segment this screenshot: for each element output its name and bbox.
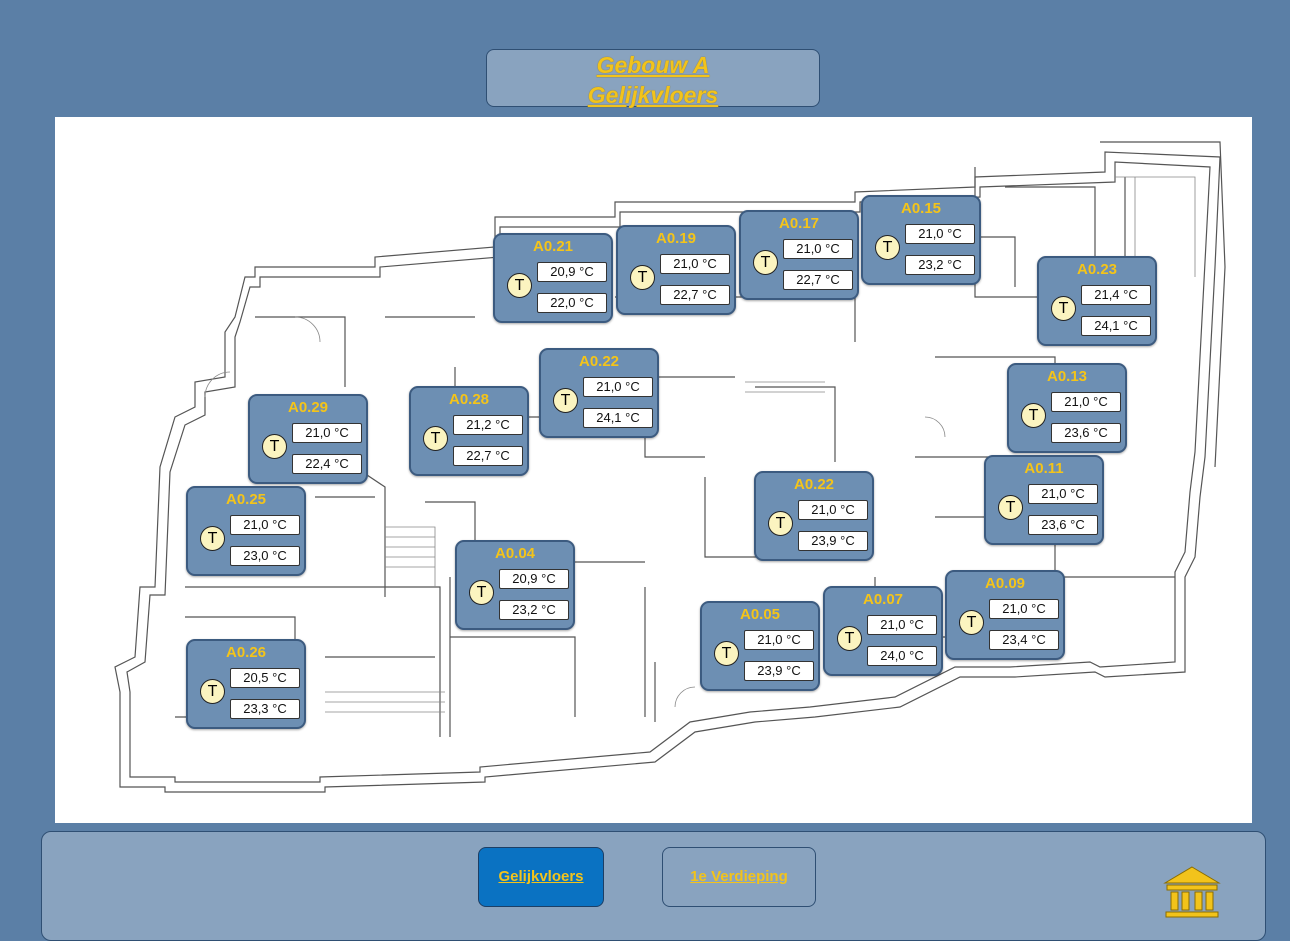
room-name: A0.04 — [494, 545, 536, 562]
building-columns-icon[interactable] — [1162, 865, 1222, 921]
room-name: A0.21 — [532, 238, 574, 255]
actual-temperature-value: 24,0 °C — [867, 646, 937, 666]
actual-temperature-value: 22,7 °C — [453, 446, 523, 466]
room-tile-A0.15[interactable]: A0.15 T 21,0 °C 23,2 °C — [861, 195, 981, 285]
actual-temperature-value: 23,9 °C — [798, 531, 868, 551]
actual-temperature-value: 22,7 °C — [783, 270, 853, 290]
thermostat-icon[interactable]: T — [875, 235, 900, 260]
thermostat-icon[interactable]: T — [423, 426, 448, 451]
room-tile-A0.05[interactable]: A0.05 T 21,0 °C 23,9 °C — [700, 601, 820, 691]
room-tile-A0.17[interactable]: A0.17 T 21,0 °C 22,7 °C — [739, 210, 859, 300]
room-tile-A0.11[interactable]: A0.11 T 21,0 °C 23,6 °C — [984, 455, 1104, 545]
thermostat-icon[interactable]: T — [630, 265, 655, 290]
thermostat-icon[interactable]: T — [1051, 296, 1076, 321]
actual-temperature-value: 23,6 °C — [1028, 515, 1098, 535]
thermostat-icon[interactable]: T — [959, 610, 984, 635]
room-tile-A0.04[interactable]: A0.04 T 20,9 °C 23,2 °C — [455, 540, 575, 630]
thermostat-icon[interactable]: T — [714, 641, 739, 666]
setpoint-value: 20,9 °C — [537, 262, 607, 282]
thermostat-icon[interactable]: T — [200, 526, 225, 551]
setpoint-value: 21,0 °C — [660, 254, 730, 274]
floor-navigation-bar: Gelijkvloers 1e Verdieping — [41, 831, 1266, 941]
room-name: A0.23 — [1076, 261, 1118, 278]
setpoint-value: 21,0 °C — [905, 224, 975, 244]
thermostat-icon[interactable]: T — [507, 273, 532, 298]
actual-temperature-value: 23,2 °C — [499, 600, 569, 620]
thermostat-icon[interactable]: T — [837, 626, 862, 651]
setpoint-value: 21,0 °C — [989, 599, 1059, 619]
setpoint-value: 21,0 °C — [1028, 484, 1098, 504]
setpoint-value: 21,4 °C — [1081, 285, 1151, 305]
setpoint-value: 21,0 °C — [1051, 392, 1121, 412]
building-title: Gebouw A — [596, 52, 710, 78]
actual-temperature-value: 22,7 °C — [660, 285, 730, 305]
room-tile-A0.07[interactable]: A0.07 T 21,0 °C 24,0 °C — [823, 586, 943, 676]
room-tile-A0.22[interactable]: A0.22 T 21,0 °C 24,1 °C — [539, 348, 659, 438]
room-name: A0.13 — [1046, 368, 1088, 385]
actual-temperature-value: 22,4 °C — [292, 454, 362, 474]
room-tile-A0.25[interactable]: A0.25 T 21,0 °C 23,0 °C — [186, 486, 306, 576]
room-name: A0.25 — [225, 491, 267, 508]
room-tile-A0.21[interactable]: A0.21 T 20,9 °C 22,0 °C — [493, 233, 613, 323]
thermostat-icon[interactable]: T — [998, 495, 1023, 520]
actual-temperature-value: 22,0 °C — [537, 293, 607, 313]
thermostat-icon[interactable]: T — [753, 250, 778, 275]
actual-temperature-value: 23,6 °C — [1051, 423, 1121, 443]
room-tile-A0.23[interactable]: A0.23 T 21,4 °C 24,1 °C — [1037, 256, 1157, 346]
thermostat-icon[interactable]: T — [768, 511, 793, 536]
room-name: A0.22 — [578, 353, 620, 370]
room-name: A0.28 — [448, 391, 490, 408]
setpoint-value: 21,0 °C — [783, 239, 853, 259]
nav-button-1e-verdieping[interactable]: 1e Verdieping — [662, 847, 816, 907]
room-tile-A0.29[interactable]: A0.29 T 21,0 °C 22,4 °C — [248, 394, 368, 484]
actual-temperature-value: 23,4 °C — [989, 630, 1059, 650]
thermostat-icon[interactable]: T — [469, 580, 494, 605]
actual-temperature-value: 24,1 °C — [583, 408, 653, 428]
actual-temperature-value: 24,1 °C — [1081, 316, 1151, 336]
floor-title: Gelijkvloers — [587, 82, 719, 108]
room-tile-A0.22-south[interactable]: A0.22 T 21,0 °C 23,9 °C — [754, 471, 874, 561]
room-tile-A0.09[interactable]: A0.09 T 21,0 °C 23,4 °C — [945, 570, 1065, 660]
setpoint-value: 21,0 °C — [230, 515, 300, 535]
setpoint-value: 21,0 °C — [292, 423, 362, 443]
room-name: A0.05 — [739, 606, 781, 623]
room-tile-A0.28[interactable]: A0.28 T 21,2 °C 22,7 °C — [409, 386, 529, 476]
thermostat-icon[interactable]: T — [553, 388, 578, 413]
actual-temperature-value: 23,3 °C — [230, 699, 300, 719]
setpoint-value: 21,0 °C — [867, 615, 937, 635]
room-name: A0.15 — [900, 200, 942, 217]
room-name: A0.22 — [793, 476, 835, 493]
page-title: Gebouw A Gelijkvloers — [486, 49, 820, 108]
room-name: A0.17 — [778, 215, 820, 232]
setpoint-value: 21,2 °C — [453, 415, 523, 435]
room-name: A0.19 — [655, 230, 697, 247]
actual-temperature-value: 23,0 °C — [230, 546, 300, 566]
room-name: A0.29 — [287, 399, 329, 416]
thermostat-icon[interactable]: T — [262, 434, 287, 459]
room-tile-A0.13[interactable]: A0.13 T 21,0 °C 23,6 °C — [1007, 363, 1127, 453]
room-name: A0.11 — [1024, 460, 1064, 477]
setpoint-value: 21,0 °C — [744, 630, 814, 650]
actual-temperature-value: 23,2 °C — [905, 255, 975, 275]
actual-temperature-value: 23,9 °C — [744, 661, 814, 681]
setpoint-value: 21,0 °C — [583, 377, 653, 397]
room-tile-A0.19[interactable]: A0.19 T 21,0 °C 22,7 °C — [616, 225, 736, 315]
room-name: A0.26 — [225, 644, 267, 661]
floor-plan: A0.21 T 20,9 °C 22,0 °C A0.19 T 21,0 °C … — [55, 117, 1252, 823]
thermostat-icon[interactable]: T — [1021, 403, 1046, 428]
room-name: A0.09 — [984, 575, 1026, 592]
nav-button-gelijkvloers[interactable]: Gelijkvloers — [478, 847, 604, 907]
thermostat-icon[interactable]: T — [200, 679, 225, 704]
room-name: A0.07 — [862, 591, 904, 608]
setpoint-value: 21,0 °C — [798, 500, 868, 520]
setpoint-value: 20,9 °C — [499, 569, 569, 589]
room-tile-A0.26[interactable]: A0.26 T 20,5 °C 23,3 °C — [186, 639, 306, 729]
setpoint-value: 20,5 °C — [230, 668, 300, 688]
